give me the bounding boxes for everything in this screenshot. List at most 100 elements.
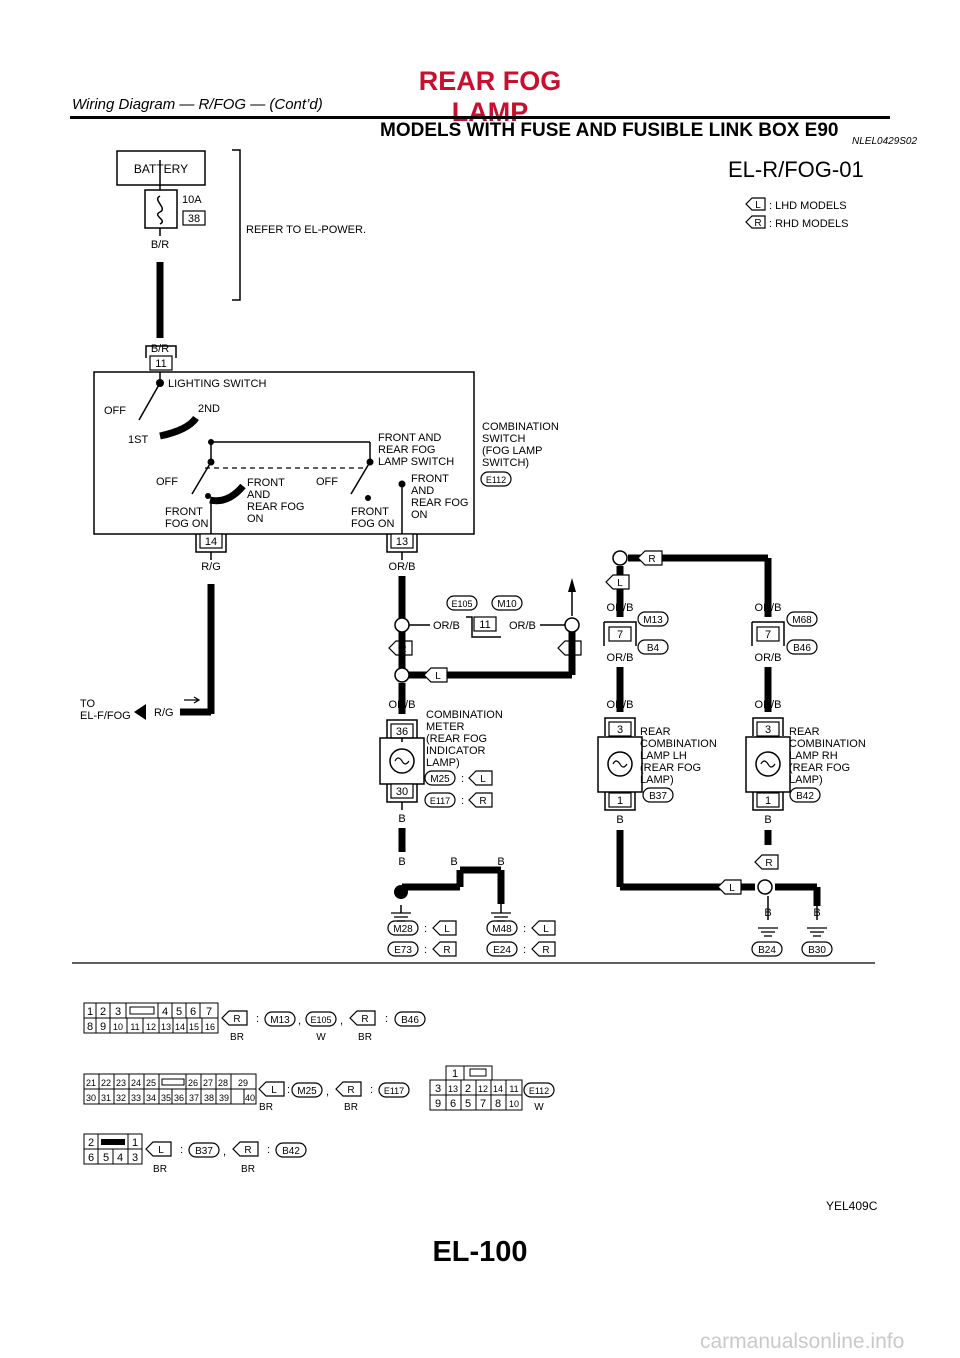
fuse-no: 38 (188, 213, 200, 225)
legend-rhd: : RHD MODELS (769, 218, 848, 230)
tag-r-g1-text: R (443, 945, 450, 956)
pin: 36 (174, 1093, 184, 1103)
fr-fog-on-right-2: AND (411, 485, 434, 497)
conn-7-lh-box (608, 626, 632, 642)
tag-r-g2 (531, 941, 556, 957)
fog-off-right: OFF (316, 476, 338, 488)
cv2-tag-r-text: R (347, 1085, 354, 1096)
pin: 15 (189, 1022, 199, 1032)
cv2-pins: 21 22 23 24 25 26 27 28 29 30 31 32 33 3… (86, 1078, 255, 1103)
pin: 29 (238, 1078, 248, 1088)
pin: 4 (162, 1006, 168, 1018)
pin: 6 (450, 1098, 456, 1110)
jc-hood (466, 616, 501, 638)
gnd-e24: E24 (493, 945, 511, 956)
rh-lamp-box (745, 736, 791, 793)
wire-label-br-2: B/R (151, 343, 169, 355)
cv2-m25: M25 (297, 1086, 317, 1097)
conn-m13: M13 (643, 615, 663, 626)
tag-r-top (637, 550, 663, 566)
cv-key (129, 1006, 155, 1015)
pin: 3 (132, 1152, 138, 1164)
lamp-filament-icon (394, 757, 410, 765)
combination-switch-box (93, 371, 475, 535)
cv4-br2: BR (241, 1164, 255, 1175)
fr-fog-on-left-4: ON (247, 513, 264, 525)
pin: 27 (203, 1078, 213, 1088)
meter-l4: INDICATOR (426, 745, 486, 757)
legend-tag-r (745, 215, 766, 229)
tag-r-meter (468, 792, 493, 808)
conn-14-hood (195, 534, 227, 553)
tag-r-meter-text: R (479, 796, 486, 807)
conn-11-pin: 11 (155, 358, 166, 370)
switch-contact (365, 495, 371, 501)
splice-node (564, 617, 580, 633)
conn-11-box (149, 355, 173, 371)
cv1-e105-oval (305, 1011, 337, 1027)
pin: 2 (100, 1006, 106, 1018)
tag-l-2 (423, 667, 448, 683)
cv2-br2: BR (344, 1102, 358, 1113)
colon: : (287, 1084, 290, 1096)
section-code: NLEL0429S02 (852, 136, 918, 147)
colon: : (523, 923, 526, 935)
ground-icon-m48 (491, 912, 511, 922)
rh-pin-1-box (756, 792, 780, 808)
comb-switch-l2: SWITCH (482, 433, 525, 445)
pin: 3 (115, 1006, 121, 1018)
fog-switch-arm-left (191, 461, 212, 495)
colon: : (461, 773, 464, 785)
page-subtitle: Wiring Diagram — R/FOG — (Cont’d) (72, 96, 323, 113)
front-fog-on-left-2: FOG ON (165, 518, 208, 530)
conn-b4: B4 (647, 643, 660, 654)
conn-11-hood (145, 345, 177, 358)
gnd-m48: M48 (492, 924, 512, 935)
fuse-amp: 10A (182, 194, 202, 206)
wire-label-b-lh: B (616, 814, 623, 826)
pin: 6 (190, 1006, 196, 1018)
pin: 3 (435, 1083, 441, 1095)
connector-view-1 (83, 1002, 219, 1034)
lighting-switch-label: LIGHTING SWITCH (168, 378, 266, 390)
pin: 8 (87, 1021, 93, 1033)
wire-label-rg-2: R/G (154, 707, 174, 719)
rh-l5: LAMP) (789, 774, 823, 786)
pin: 34 (146, 1093, 156, 1103)
conn-7-lh-pin: 7 (617, 629, 623, 641)
wire-label-orb-lh-2: OR/B (607, 652, 634, 664)
fog-switch-arm-right (350, 461, 371, 495)
legend-tag-r-text: R (754, 218, 761, 229)
conn-m68-oval (786, 611, 818, 627)
pin: 1 (132, 1137, 138, 1149)
conn-m25: M25 (430, 774, 450, 785)
tag-r (388, 640, 413, 656)
pin: 14 (493, 1084, 503, 1094)
gnd-m48-oval (486, 920, 518, 936)
splice-node (612, 550, 628, 566)
diagram-id: EL-R/FOG-01 (728, 157, 864, 182)
conn-m13-oval (637, 611, 669, 627)
conn-7-lh-hood (603, 621, 637, 646)
cv3-w: W (534, 1102, 544, 1113)
tag-l-g1-text: L (444, 924, 450, 935)
jc-pin: 11 (479, 619, 490, 631)
pin: 1 (452, 1068, 458, 1080)
connector-view-2 (83, 1073, 257, 1105)
pin: 12 (478, 1084, 488, 1094)
gnd-b24: B24 (758, 945, 776, 956)
wire-label-b-g1: B (398, 856, 405, 868)
lamp-filament-icon (612, 760, 628, 768)
pin: 5 (465, 1098, 471, 1110)
rh-pin-1: 1 (765, 795, 771, 807)
splice-node (394, 617, 410, 633)
tag-l-lh-gnd-text: L (729, 883, 735, 894)
pin: 28 (218, 1078, 228, 1088)
comma: , (340, 1015, 343, 1027)
cv-key (469, 1068, 487, 1077)
tag-r-text: R (399, 644, 406, 655)
rh-l1: REAR (789, 726, 820, 738)
cv2-e117: E117 (384, 1086, 404, 1096)
wire-label-orb-rh-3: OR/B (755, 699, 782, 711)
